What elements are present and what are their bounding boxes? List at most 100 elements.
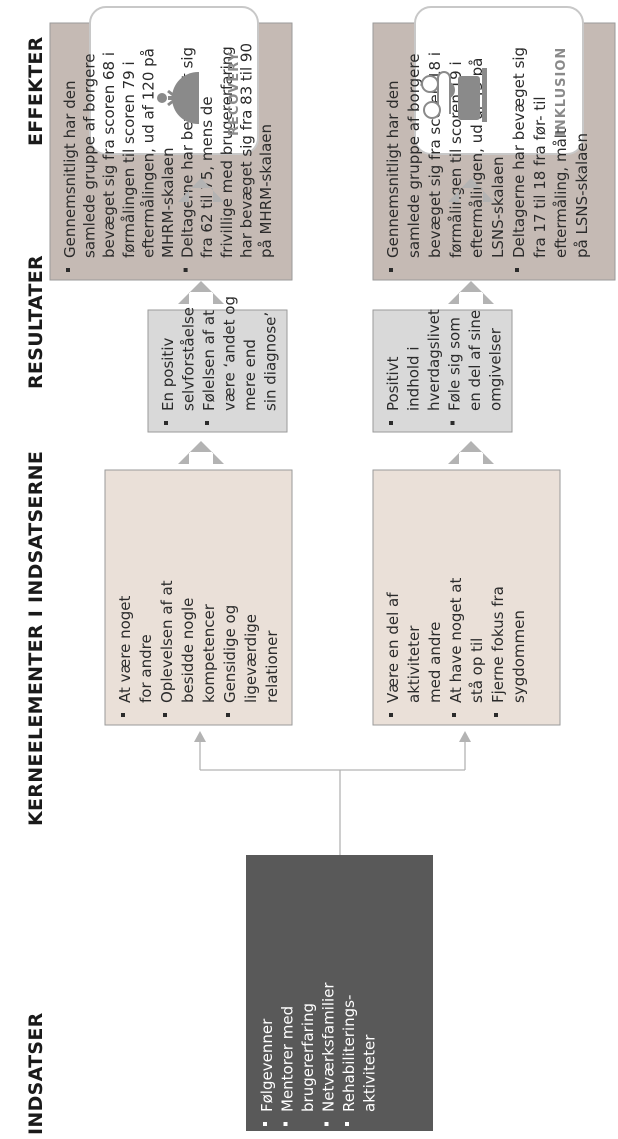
list-line: selvforståelse: [180, 307, 198, 411]
bullet-icon: [345, 1122, 349, 1126]
inklusion-effekt-box: [414, 6, 584, 155]
bullet-icon: [494, 713, 498, 717]
inklusion-label: INKLUSION: [554, 47, 569, 136]
bullet-icon: [163, 713, 167, 717]
list-line: Rehabiliterings-: [340, 995, 358, 1112]
list-line: Følelsen af at: [200, 310, 218, 411]
list-line: på LSNS-skalaen: [573, 133, 591, 258]
heading-effekter: EFFEKTER: [25, 36, 47, 146]
list-line: ligeværdige: [242, 614, 260, 703]
list-line: Mentorer med: [279, 1006, 297, 1112]
list-line: Gennemsnitligt har den: [384, 81, 402, 258]
list-line: eftermåling, målt: [552, 128, 570, 258]
list-line: frivillige med brugererfaring: [218, 46, 236, 258]
list-line: fra 62 til 75, mens de: [198, 96, 216, 258]
list-line: MHRM-skalaen: [159, 147, 177, 258]
list-line: være ‘andet og: [221, 296, 239, 411]
arrow-up-icon: [178, 441, 224, 464]
arrow-up-icon: [178, 178, 224, 202]
list-line: relationer: [263, 630, 281, 703]
list-line: Følgevenner: [258, 1018, 276, 1112]
list-line: Fjerne fokus fra: [489, 586, 507, 703]
bullet-icon: [324, 1122, 329, 1126]
list-line: fra 17 til 18 fra før- til: [531, 96, 549, 258]
heading-indsatser: INDSATSER: [25, 1012, 47, 1135]
list-line: At have noget at: [447, 578, 465, 703]
recovery-kerne1-box: [104, 469, 293, 726]
list-line: eftermålingen, ud af 120 på: [139, 48, 157, 258]
bullet-icon: [283, 1122, 288, 1126]
bullet-icon: [226, 713, 230, 717]
inklusion-kerne2-box: [372, 309, 513, 433]
inklusion-people-icon: [421, 68, 487, 122]
bullet-icon: [389, 268, 393, 272]
list-line: Deltagerne har bevæget sig: [510, 47, 528, 258]
list-line: stå op til: [468, 638, 486, 703]
bullet-icon: [389, 713, 393, 717]
bullet-icon: [263, 1122, 267, 1126]
list-line: indhold i: [405, 346, 423, 411]
list-line: på MHRM-skalaen: [257, 124, 275, 258]
arrow-up-icon: [178, 281, 224, 304]
list-line: Gensidige og: [221, 605, 239, 703]
list-line: besidde nogle: [179, 598, 197, 703]
list-line: mere end: [241, 339, 259, 411]
list-line: En positiv: [159, 338, 177, 411]
list-line: brugererfaring: [299, 1003, 317, 1112]
list-line: omgivelser: [487, 327, 505, 411]
list-line: samlede gruppe af borgere: [81, 54, 99, 258]
bullet-icon: [183, 268, 188, 272]
list-line: sin diagnose’: [262, 312, 280, 411]
bullet-icon: [452, 713, 456, 717]
list-line: sygdommen: [510, 610, 528, 703]
list-line: At være noget: [116, 595, 134, 703]
recovery-kerne2-box: [147, 309, 288, 433]
bullet-icon: [450, 421, 455, 425]
connector-arrowheads: [194, 731, 471, 742]
list-line: bevæget sig fra scoren 68 i: [100, 52, 118, 258]
arrow-up-icon: [448, 441, 494, 464]
list-line: samlede gruppe af borgere: [405, 54, 423, 258]
list-line: førmålingen til scoren 79 i: [120, 61, 138, 258]
bullet-icon: [164, 421, 168, 425]
connector-lines: [199, 740, 466, 855]
recovery-effekt-box: [89, 6, 259, 155]
list-line: Oplevelsen af at: [158, 580, 176, 703]
bullet-icon: [66, 268, 70, 272]
inklusion-kerne1-box: [372, 469, 561, 726]
arrow-up-icon: [448, 281, 494, 304]
list-line: aktiviteter: [405, 625, 423, 703]
list-line: Netværksfamilier: [320, 982, 338, 1112]
list-line: hverdagslivet: [425, 309, 443, 411]
bullet-icon: [515, 268, 519, 272]
bullet-icon: [205, 421, 209, 425]
heading-resultater: RESULTATER: [25, 255, 47, 389]
list-line: LSNS-skalaen: [489, 156, 507, 258]
flow-arrows: [178, 178, 494, 464]
recovery-label: RECOVERY: [227, 51, 242, 136]
list-line: for andre: [137, 634, 155, 703]
list-line: en del af sine: [466, 310, 484, 411]
list-line: har bevæget sig fra 83 til 90: [237, 43, 255, 258]
bullet-icon: [389, 421, 393, 425]
arrow-up-icon: [448, 178, 494, 202]
list-line: aktiviteter: [361, 1034, 379, 1112]
recovery-person-icon: [157, 72, 199, 124]
list-line: Positivt: [384, 356, 402, 411]
indsatser-box: [246, 855, 433, 1131]
list-line: Være en del af: [384, 592, 402, 703]
bullet-icon: [121, 713, 125, 717]
heading-kerneelementer: KERNEELEMENTER I INDSATSERNE: [25, 451, 47, 826]
list-line: med andre: [426, 622, 444, 703]
list-line: kompetencer: [200, 603, 218, 703]
list-line: Føle sig som: [446, 317, 464, 411]
list-line: Gennemsnitligt har den: [61, 81, 79, 258]
